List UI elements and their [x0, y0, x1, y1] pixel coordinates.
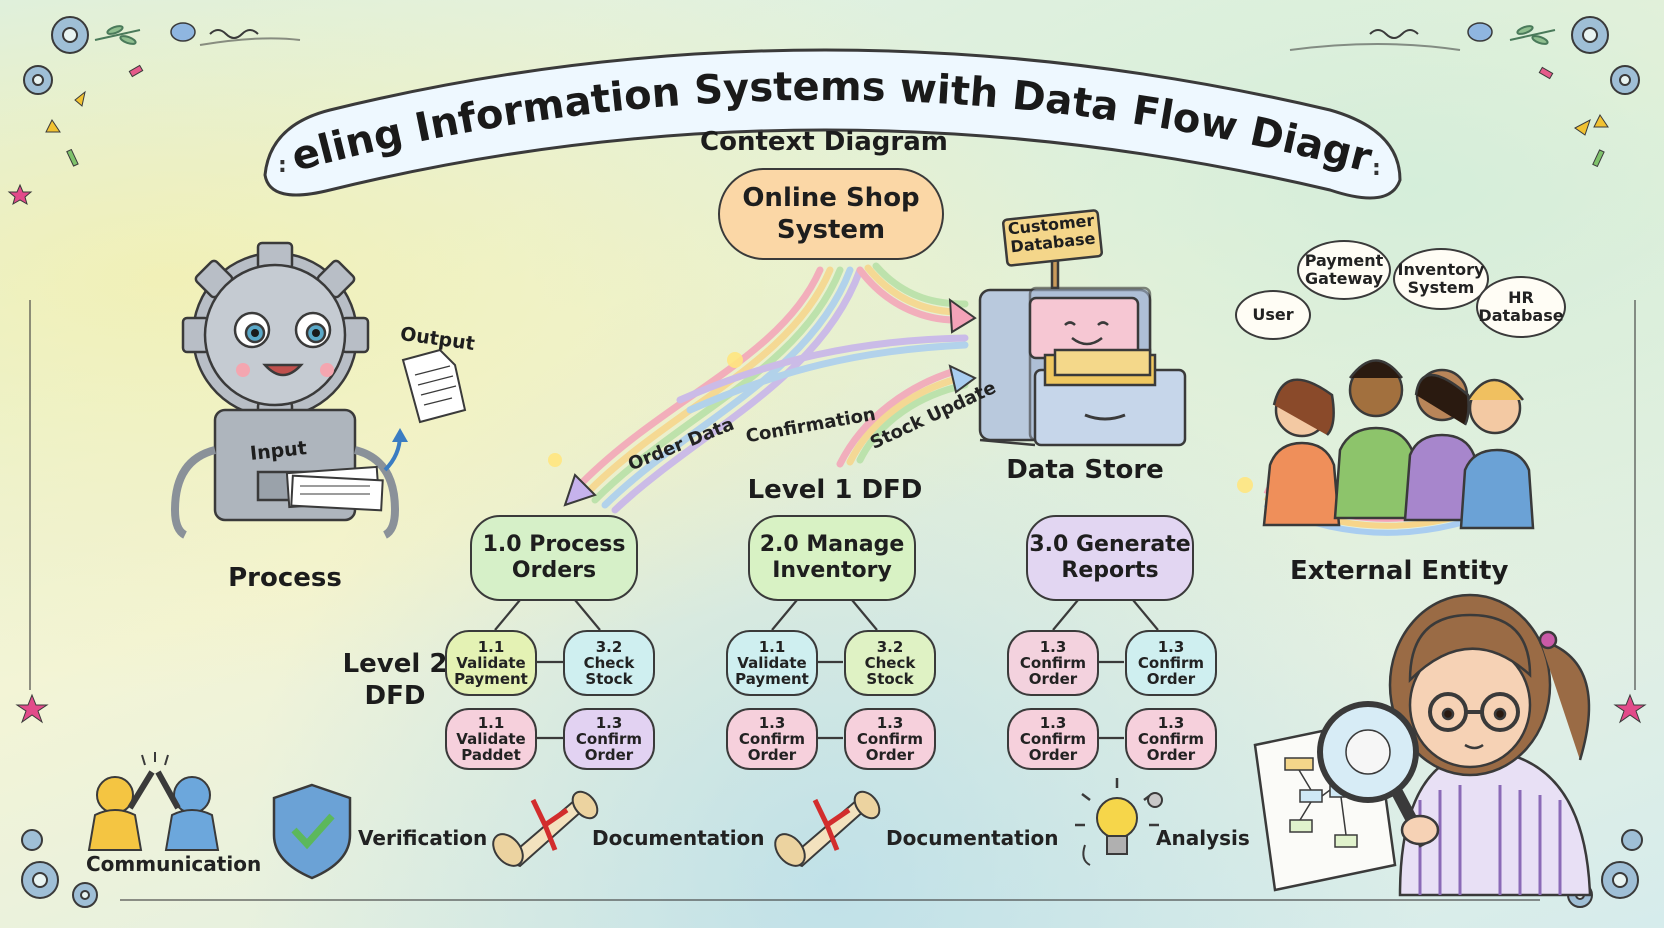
- cloud-icon: [170, 22, 1493, 42]
- sparkle-icon: [548, 352, 1253, 493]
- level2-heading: Level 2 DFD: [342, 649, 448, 711]
- entity-bubble-user: User: [1235, 290, 1311, 340]
- people-group-icon: [1262, 359, 1535, 536]
- level2-process[interactable]: 1.3 Confirm Order: [1007, 630, 1099, 696]
- level2-process[interactable]: 3.2 Check Stock: [844, 630, 936, 696]
- level2-process[interactable]: 3.2 Check Stock: [563, 630, 655, 696]
- arrowhead-icon: [563, 473, 597, 507]
- level2-process[interactable]: 1.3 Confirm Order: [1125, 630, 1217, 696]
- central-process-node[interactable]: Online Shop System: [718, 168, 944, 260]
- external-entity-label: External Entity: [1290, 556, 1509, 586]
- level1-process-1[interactable]: 1.0 Process Orders: [470, 515, 638, 601]
- level2-process[interactable]: 1.1 Validate Paddet: [445, 708, 537, 770]
- level2-process[interactable]: 1.3 Confirm Order: [1007, 708, 1099, 770]
- level2-process[interactable]: 1.3 Confirm Order: [563, 708, 655, 770]
- scroll-icon: [492, 790, 599, 868]
- squiggle-icon: [209, 29, 259, 39]
- analysis-label: Analysis: [1156, 826, 1250, 850]
- decorative-border: [29, 37, 1636, 901]
- cabinet-sign: [1001, 209, 1103, 267]
- confetti-icon: [45, 64, 1609, 168]
- documentation-label: Documentation: [592, 826, 765, 850]
- output-arrowhead-icon: [392, 428, 408, 442]
- scroll-icon: [774, 790, 881, 868]
- level1-process-3[interactable]: 3.0 Generate Reports: [1026, 515, 1194, 601]
- documentation-label: Documentation: [886, 826, 1059, 850]
- document-icon: [401, 348, 467, 424]
- context-diagram-heading: Context Diagram: [700, 127, 948, 157]
- verification-label: Verification: [358, 826, 488, 850]
- data-store-label: Data Store: [1006, 455, 1164, 485]
- entity-bubble-hr-database: HR Database: [1476, 276, 1566, 338]
- arrowhead-icon: [948, 364, 977, 394]
- svg-text::: :: [278, 153, 287, 178]
- level2-process[interactable]: 1.1 Validate Payment: [726, 630, 818, 696]
- high-five-icon: [87, 752, 220, 851]
- level2-process[interactable]: 1.3 Confirm Order: [1125, 708, 1217, 770]
- entity-bubble-inventory-system: Inventory System: [1393, 248, 1489, 310]
- entity-bubble-payment-gateway: Payment Gateway: [1297, 240, 1391, 300]
- level1-heading: Level 1 DFD: [747, 475, 923, 505]
- level2-process[interactable]: 1.1 Validate Payment: [445, 630, 537, 696]
- level2-process[interactable]: 1.3 Confirm Order: [844, 708, 936, 770]
- level2-process[interactable]: 1.3 Confirm Order: [726, 708, 818, 770]
- squiggle-icon: [1369, 29, 1419, 39]
- title-banner: Modeling Information Systems with Data F…: [0, 0, 1402, 200]
- paper-stack-icon: [285, 465, 384, 512]
- arrowhead-icon: [948, 297, 977, 334]
- star-icon: [7, 183, 1647, 724]
- filing-cabinet-icon: [978, 256, 1187, 447]
- data-flow-arrows: [571, 262, 969, 514]
- shield-check-icon: [272, 783, 352, 880]
- svg-text::: :: [1372, 156, 1381, 181]
- level1-process-2[interactable]: 2.0 Manage Inventory: [748, 515, 916, 601]
- analyst-girl-icon: [1253, 593, 1592, 897]
- tree-connectors: [494, 599, 1159, 740]
- process-label: Process: [228, 563, 342, 593]
- gear-icon: [21, 16, 1643, 908]
- communication-label: Communication: [86, 852, 262, 876]
- lightbulb-icon: [1075, 778, 1163, 866]
- leaf-sprig-icon: [94, 25, 1556, 45]
